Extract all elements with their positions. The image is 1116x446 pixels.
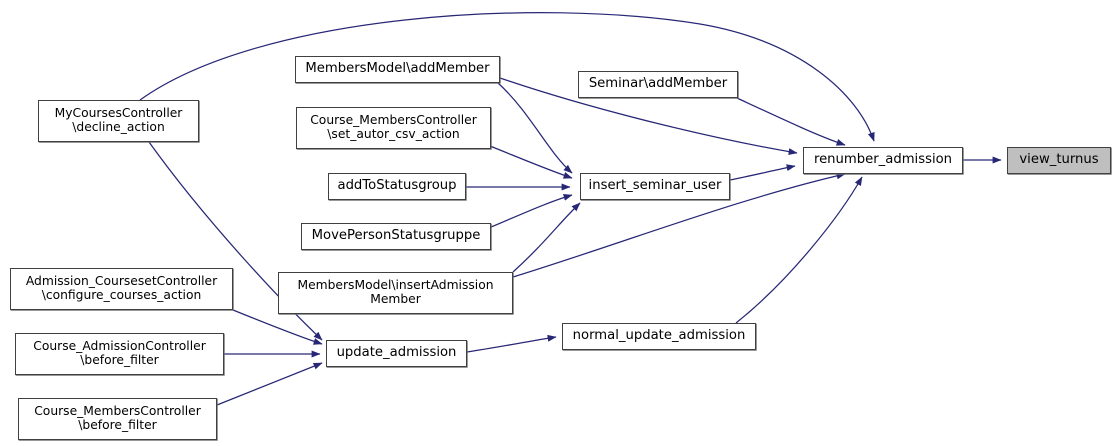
graph-node-addtostatusgroup[interactable]: addToStatusgroup bbox=[328, 173, 466, 200]
edge-insertadmissionmember-to-insert_seminar_user bbox=[512, 202, 581, 273]
edge-insert_seminar_user-to-renumber_admission bbox=[729, 164, 796, 181]
graph-node-course_members_bf[interactable]: Course_MembersController \before_filter bbox=[18, 398, 217, 440]
graph-node-view_turnus[interactable]: view_turnus bbox=[1007, 147, 1111, 174]
edge-mycourses_decline-to-renumber_admission bbox=[139, 12, 875, 142]
graph-node-normal_update[interactable]: normal_update_admission bbox=[562, 323, 756, 350]
edge-paths bbox=[139, 12, 1002, 406]
graph-node-set_autor_csv[interactable]: Course_MembersController \set_autor_csv_… bbox=[296, 107, 491, 149]
graph-node-update_admission[interactable]: update_admission bbox=[326, 340, 467, 367]
edge-membersmodel_addmember-to-renumber_admission bbox=[499, 77, 798, 156]
graph-node-membersmodel_addmember[interactable]: MembersModel\addMember bbox=[295, 56, 500, 83]
graph-node-insertadmissionmember[interactable]: MembersModel\insertAdmission Member bbox=[278, 272, 513, 314]
edge-membersmodel_addmember-to-insert_seminar_user bbox=[497, 82, 573, 174]
graph-node-admission_courseset[interactable]: Admission_CoursesetController \configure… bbox=[10, 268, 233, 310]
edge-normal_update-to-renumber_admission bbox=[735, 176, 863, 324]
edge-insertadmissionmember-to-renumber_admission bbox=[512, 172, 846, 278]
graph-node-movepersonstatus[interactable]: MovePersonStatusgruppe bbox=[301, 223, 491, 250]
edge-course_members_bf-to-update_admission bbox=[216, 362, 323, 406]
edge-mycourses_decline-to-update_admission bbox=[148, 141, 323, 341]
graph-node-insert_seminar_user[interactable]: insert_seminar_user bbox=[580, 173, 730, 200]
edge-admission_courseset-to-update_admission bbox=[232, 309, 323, 345]
graph-node-seminar_addmember[interactable]: Seminar\addMember bbox=[578, 71, 738, 98]
edge-set_autor_csv-to-insert_seminar_user bbox=[489, 145, 573, 179]
graph-node-mycourses_decline[interactable]: MyCoursesController \decline_action bbox=[38, 100, 199, 142]
edge-seminar_addmember-to-renumber_admission bbox=[736, 97, 846, 146]
edge-movepersonstatus-to-insert_seminar_user bbox=[490, 193, 573, 228]
graph-node-renumber_admission[interactable]: renumber_admission bbox=[803, 147, 963, 174]
graph-node-course_admission_bf[interactable]: Course_AdmissionController \before_filte… bbox=[15, 333, 224, 375]
edge-update_admission-to-normal_update bbox=[466, 334, 557, 353]
